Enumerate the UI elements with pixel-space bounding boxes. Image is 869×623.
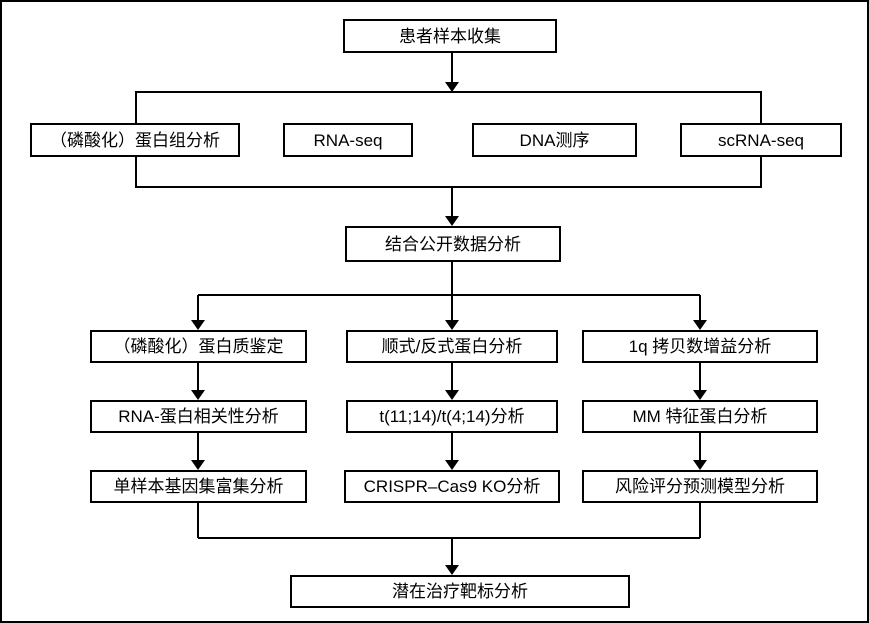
node-dna-sequencing: DNA测序	[472, 123, 637, 157]
node-translocation-analysis: t(11;14)/t(4;14)分析	[346, 400, 558, 433]
arrowhead	[693, 460, 707, 470]
arrowhead	[693, 390, 707, 400]
arrowhead	[445, 320, 459, 330]
node-cis-trans-protein-analysis: 顺式/反式蛋白分析	[346, 330, 558, 363]
arrowhead	[445, 565, 459, 575]
arrowhead	[191, 320, 205, 330]
node-therapeutic-target-analysis: 潜在治疗靶标分析	[290, 575, 630, 608]
arrowhead	[445, 216, 459, 226]
node-phospho-protein-identification: （磷酸化）蛋白质鉴定	[90, 330, 307, 363]
node-risk-score-model-analysis: 风险评分预测模型分析	[582, 470, 818, 503]
node-rna-seq: RNA-seq	[283, 123, 413, 157]
arrowhead	[191, 460, 205, 470]
arrowhead	[693, 320, 707, 330]
node-mm-signature-protein-analysis: MM 特征蛋白分析	[582, 400, 818, 433]
node-crispr-ko-analysis: CRISPR–Cas9 KO分析	[344, 470, 560, 503]
arrowhead	[445, 390, 459, 400]
node-scrna-seq: scRNA-seq	[680, 123, 842, 157]
node-single-sample-gsea: 单样本基因集富集分析	[90, 470, 307, 503]
node-rna-protein-correlation: RNA-蛋白相关性分析	[90, 400, 307, 433]
arrowhead	[445, 82, 459, 92]
node-patient-sample-collection: 患者样本收集	[343, 19, 557, 53]
node-public-data-analysis: 结合公开数据分析	[345, 226, 561, 262]
node-1q-gain-analysis: 1q 拷贝数增益分析	[582, 330, 818, 363]
arrowhead	[191, 390, 205, 400]
node-phospho-proteome-analysis: （磷酸化）蛋白组分析	[30, 123, 240, 157]
arrowhead	[445, 460, 459, 470]
